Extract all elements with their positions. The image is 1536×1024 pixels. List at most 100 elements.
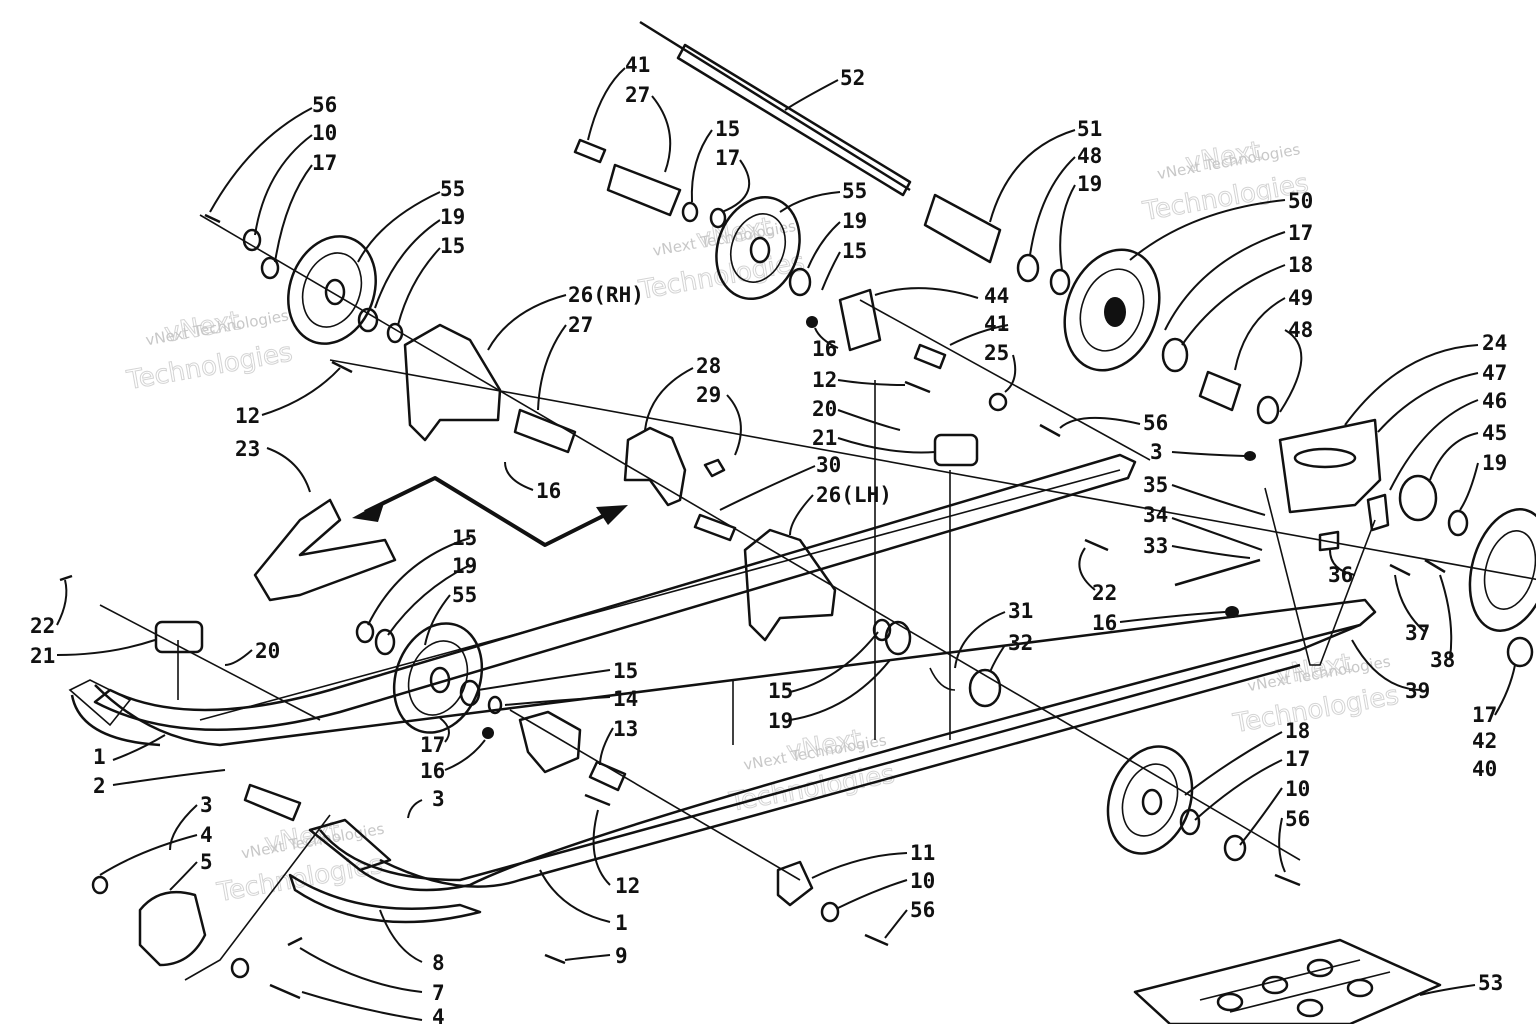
callout-48: 48 bbox=[1288, 318, 1313, 342]
rail-front-bracket bbox=[308, 818, 392, 872]
callout-19: 19 bbox=[1482, 451, 1507, 475]
callout-19: 19 bbox=[768, 709, 793, 733]
callout-40: 40 bbox=[1472, 757, 1497, 781]
bolt-4-bottom bbox=[269, 983, 301, 1000]
washer-17-right bbox=[1506, 636, 1534, 668]
bolt-33 bbox=[1174, 558, 1261, 587]
bolt-12-center bbox=[904, 380, 931, 394]
washer-17-front bbox=[487, 695, 503, 715]
clip-31 bbox=[929, 667, 956, 691]
callout-24: 24 bbox=[1482, 331, 1507, 355]
wheel-upper-center bbox=[715, 196, 801, 300]
wheel-far-right bbox=[1468, 508, 1536, 632]
callout-36: 36 bbox=[1328, 563, 1353, 587]
lower-rail-top bbox=[94, 598, 1377, 892]
callout-52: 52 bbox=[840, 66, 865, 90]
bolt-9 bbox=[544, 953, 566, 965]
washer-15-front bbox=[355, 620, 375, 644]
callout-56: 56 bbox=[1143, 411, 1168, 435]
callout-17: 17 bbox=[312, 151, 337, 175]
callout-35: 35 bbox=[1143, 473, 1168, 497]
callout-17: 17 bbox=[1285, 747, 1310, 771]
callout-4: 4 bbox=[200, 823, 213, 847]
callout-12: 12 bbox=[615, 874, 640, 898]
callout-55: 55 bbox=[440, 177, 465, 201]
callout-15: 15 bbox=[452, 526, 477, 550]
bolt-38 bbox=[1424, 558, 1446, 574]
watermark-big-2: Technologies bbox=[214, 850, 385, 909]
wheel-rear-lower bbox=[1106, 745, 1194, 855]
shaft-52 bbox=[676, 43, 912, 197]
callout-21: 21 bbox=[812, 426, 837, 450]
callout-20: 20 bbox=[812, 397, 837, 421]
bolt-56-mid bbox=[1039, 423, 1061, 438]
callout-15: 15 bbox=[715, 117, 740, 141]
callout-16: 16 bbox=[1092, 611, 1117, 635]
wheel-upper-left bbox=[287, 235, 377, 345]
leader-lines bbox=[56, 67, 1516, 1021]
callout-16: 16 bbox=[536, 479, 561, 503]
bushing-36 bbox=[1318, 530, 1340, 552]
washer-4-bottom bbox=[230, 957, 250, 979]
callout-28: 28 bbox=[696, 354, 721, 378]
callout-11: 11 bbox=[910, 841, 935, 865]
washer-25 bbox=[988, 392, 1008, 412]
nut-32 bbox=[968, 668, 1002, 708]
bolt-22-left bbox=[59, 574, 73, 582]
bolt-22-right bbox=[1084, 538, 1109, 552]
callout-21: 21 bbox=[30, 644, 55, 668]
plate-24 bbox=[1278, 418, 1382, 514]
callout-22: 22 bbox=[30, 614, 55, 638]
callout-1: 1 bbox=[93, 745, 106, 769]
callout-17: 17 bbox=[1288, 221, 1313, 245]
washer-10-ul bbox=[242, 228, 262, 252]
spacer-49 bbox=[1198, 370, 1242, 412]
bolt-12-front bbox=[584, 793, 611, 807]
bolt-37 bbox=[1389, 563, 1411, 577]
callout-18: 18 bbox=[1285, 719, 1310, 743]
arrow-head-left bbox=[352, 500, 385, 522]
plate-slot bbox=[1293, 447, 1357, 469]
block-21-upper bbox=[933, 433, 979, 467]
callout-23: 23 bbox=[235, 437, 260, 461]
spacer-30 bbox=[693, 513, 737, 542]
washer-4-front bbox=[91, 875, 109, 895]
bolt-56-front bbox=[864, 933, 889, 947]
pivot-block bbox=[623, 426, 687, 507]
callout-45: 45 bbox=[1482, 421, 1507, 445]
washer-19-upper bbox=[1049, 268, 1071, 296]
callout-55: 55 bbox=[452, 583, 477, 607]
wear-strip-guide bbox=[184, 814, 331, 981]
spacer-front bbox=[243, 783, 302, 822]
front-spacer-line bbox=[509, 709, 801, 881]
callout-12: 12 bbox=[235, 404, 260, 428]
washer-15-uc bbox=[681, 201, 699, 223]
torque-arm-23 bbox=[253, 498, 397, 602]
washer-48-right bbox=[1256, 395, 1280, 425]
callout-50: 50 bbox=[1288, 189, 1313, 213]
callout-13: 13 bbox=[613, 717, 638, 741]
washer-19-front bbox=[374, 628, 396, 656]
callout-15: 15 bbox=[842, 239, 867, 263]
callout-17: 17 bbox=[715, 146, 740, 170]
callout-7: 7 bbox=[432, 981, 445, 1005]
callout-56: 56 bbox=[1285, 807, 1310, 831]
callout-15: 15 bbox=[768, 679, 793, 703]
bolt-56-rear bbox=[1274, 873, 1301, 887]
block-21-lower bbox=[154, 620, 204, 654]
callout-46: 46 bbox=[1482, 389, 1507, 413]
callout-16: 16 bbox=[420, 759, 445, 783]
lower-rail-front bbox=[319, 623, 1361, 882]
washer-17-ul bbox=[260, 256, 280, 280]
bushing-41-mid bbox=[913, 343, 947, 370]
washer-15-ul bbox=[386, 322, 404, 344]
callout-49: 49 bbox=[1288, 286, 1313, 310]
wheel-upper-right bbox=[1063, 248, 1161, 372]
spacer-27-mid bbox=[513, 408, 577, 454]
bracket-44 bbox=[838, 288, 882, 352]
bracket-46 bbox=[1366, 493, 1390, 532]
callout-55: 55 bbox=[842, 179, 867, 203]
callout-19: 19 bbox=[440, 205, 465, 229]
callout-19: 19 bbox=[452, 554, 477, 578]
callout-15: 15 bbox=[613, 659, 638, 683]
